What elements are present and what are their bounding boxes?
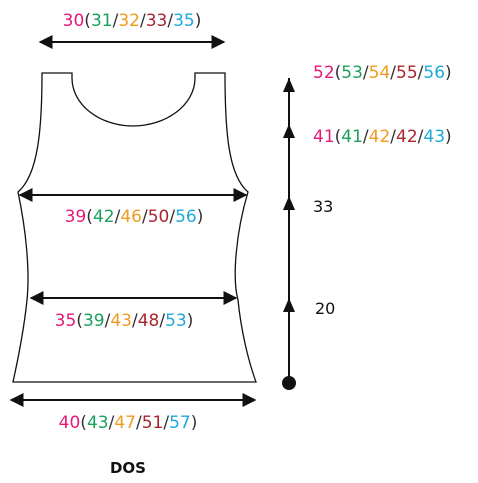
length-axis [282,78,296,390]
size-value-4: 50 [148,207,170,227]
size-value-2: 31 [91,11,113,31]
separator: / [363,127,369,147]
separator: / [140,11,146,31]
size-value-2: 53 [341,63,363,83]
separator: / [163,413,169,433]
arrowhead-waist [283,298,295,312]
hem-label: 40(43/47/51/57) [59,413,198,433]
size-value-1: 35 [55,311,77,331]
size-value-1: 41 [313,127,335,147]
size-value-1: 52 [313,63,335,83]
separator: ) [187,311,194,331]
separator: ( [76,311,83,331]
size-value-4: 51 [142,413,164,433]
separator: / [109,413,115,433]
size-value-4: 48 [138,311,160,331]
size-value-2: 41 [341,127,363,147]
size-value-5: 56 [175,207,197,227]
separator: ( [86,207,93,227]
size-value-5: 43 [423,127,445,147]
separator: ( [335,127,342,147]
separator: ( [80,413,87,433]
size-value-5: 57 [169,413,191,433]
size-value-1: 30 [63,11,85,31]
separator: ) [191,413,198,433]
size-value-3: 32 [118,11,140,31]
total-height-label: 52(53/54/55/56) [313,63,452,83]
hem-point [282,376,296,390]
separator: ) [445,63,452,83]
separator: / [418,127,424,147]
size-value-3: 54 [369,63,391,83]
separator: / [169,207,175,227]
size-value-5: 35 [173,11,195,31]
size-value-1: 39 [65,207,87,227]
separator: ) [445,127,452,147]
separator: / [418,63,424,83]
separator: ( [84,11,91,31]
separator: ) [197,207,204,227]
shoulder-label: 30(31/32/33/35) [63,11,202,31]
size-value-3: 42 [369,127,391,147]
armhole-height-label: 41(41/42/42/43) [313,127,452,147]
separator: / [113,11,119,31]
arrowhead-side [283,196,295,210]
separator: ) [195,11,202,31]
size-value-1: 40 [59,413,81,433]
diagram-title: DOS [110,459,146,477]
size-value-5: 53 [165,311,187,331]
hem-to-waist-label: 20 [315,299,335,318]
separator: / [142,207,148,227]
size-value-4: 42 [396,127,418,147]
separator: / [115,207,121,227]
waist-label: 35(39/43/48/53) [55,311,194,331]
side-length-label: 33 [313,197,333,216]
size-value-2: 43 [87,413,109,433]
arrowhead-top [283,78,295,92]
separator: / [105,311,111,331]
size-value-4: 55 [396,63,418,83]
size-value-3: 43 [110,311,132,331]
size-value-3: 47 [114,413,136,433]
separator: / [363,63,369,83]
separator: / [390,127,396,147]
size-value-2: 39 [83,311,105,331]
separator: / [159,311,165,331]
size-value-5: 56 [423,63,445,83]
size-value-4: 33 [146,11,168,31]
separator: / [136,413,142,433]
separator: / [132,311,138,331]
size-value-2: 42 [93,207,115,227]
separator: / [390,63,396,83]
separator: ( [335,63,342,83]
size-value-3: 46 [120,207,142,227]
garment-outline [12,72,257,383]
arrowhead-armhole [283,124,295,138]
separator: / [167,11,173,31]
chest-label: 39(42/46/50/56) [65,207,204,227]
